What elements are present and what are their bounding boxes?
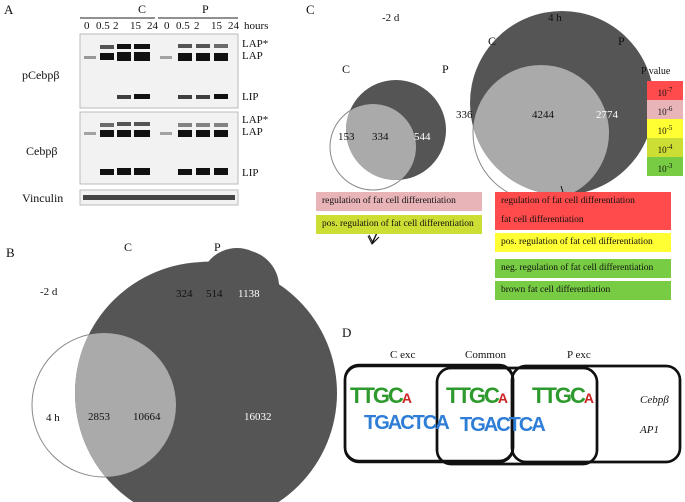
venn-cl-c-only: 153 [338, 131, 355, 143]
go-term-right-5: brown fat cell differentiation [495, 281, 671, 300]
panel-a-group-c: C [138, 2, 147, 16]
venn-b1-c-only: 324 [176, 288, 193, 300]
venn-cr-p-only: 2774 [596, 109, 618, 121]
legend-swatch-3: 10-5 [647, 119, 683, 138]
go-term-left-1: regulation of fat cell differentiation [316, 192, 482, 211]
venn-b2-common: 10664 [133, 411, 161, 423]
motif-ap1-c-exc: TGACTCA [364, 412, 450, 434]
col-c-exc: C exc [390, 349, 416, 361]
panel-b-row2-label: 4 h [46, 412, 60, 424]
pvalue-legend: 10-7 10-6 10-5 10-4 10-3 [647, 81, 683, 176]
panel-b-row1-label: -2 d [40, 286, 58, 298]
panel-a-group-p: P [202, 2, 209, 16]
band-lapstar-mid: LAP* [242, 114, 269, 126]
panel-c-left-c: C [342, 62, 351, 76]
panel-b-label-c: C [124, 240, 133, 254]
motif-ap1-common: TGACTCA [460, 414, 546, 436]
legend-swatch-2: 10-6 [647, 100, 683, 119]
col-p-exc: P exc [567, 349, 591, 361]
blot-pcebpb [79, 33, 239, 109]
motif-cebpb-p-exc: TTGCA [532, 383, 594, 408]
panel-c-right-title: 4 h [548, 12, 562, 24]
col-common: Common [465, 349, 506, 361]
motif-cebpb-c-exc: TTGCA [350, 383, 412, 408]
venn-b2-c-only: 2853 [88, 411, 110, 423]
motif-cebpb-common: TTGCA [446, 383, 508, 408]
venn-b2-p-only: 16032 [244, 411, 272, 423]
venn-cr-c-only: 336 [456, 109, 473, 121]
blot-cebpb [79, 111, 239, 185]
band-lapstar-top: LAP* [242, 38, 269, 50]
venn-cl-overlap [346, 104, 416, 180]
row-cebpb-label: Cebpβ [640, 394, 669, 406]
panel-c-left-title: -2 d [382, 12, 400, 24]
band-lap-mid: LAP [242, 126, 263, 138]
venn-cl-common: 334 [372, 131, 389, 143]
panel-d-letter: D [342, 325, 352, 340]
panel-c-letter: C [306, 2, 315, 17]
go-term-left-2: pos. regulation of fat cell differentiat… [316, 215, 482, 234]
go-term-right-1: regulation of fat cell differentiation [495, 192, 671, 211]
venn-b2-overlap [75, 333, 176, 477]
legend-swatch-4: 10-4 [647, 138, 683, 157]
band-lip-top: LIP [242, 91, 259, 103]
cebpb-label: Cebpβ [26, 144, 58, 158]
venn-b1-p-only: 1138 [238, 288, 260, 300]
hours-label: hours [244, 20, 269, 32]
legend-title: P value [641, 66, 671, 77]
panel-b-label-p: P [214, 240, 221, 254]
panel-a-letter: A [4, 2, 14, 17]
panel-c-right-c: C [488, 34, 497, 48]
row-ap1-label: AP1 [640, 424, 659, 436]
band-lap-top: LAP [242, 50, 263, 62]
pcebpb-label: pCebpβ [22, 68, 60, 82]
blot-vinculin [79, 189, 239, 206]
band-lip-mid: LIP [242, 167, 259, 179]
legend-swatch-5: 10-3 [647, 157, 683, 176]
legend-swatch-1: 10-7 [647, 81, 683, 100]
time-labels: 0 0.5 2 15 24 0 0.5 2 15 24 [84, 20, 239, 32]
box-p-exc [510, 364, 682, 464]
venn-cr-common: 4244 [532, 109, 554, 121]
vinculin-label: Vinculin [22, 191, 64, 205]
go-term-right-4: neg. regulation of fat cell differentiat… [495, 259, 671, 278]
panel-c-left-p: P [442, 62, 449, 76]
go-term-right-2: fat cell differentiation [495, 211, 671, 230]
venn-cl-p-only: 544 [414, 131, 431, 143]
panel-c-right-p: P [618, 34, 625, 48]
venn-b1-common: 514 [206, 288, 223, 300]
go-term-right-3: pos. regulation of fat cell differentiat… [495, 233, 671, 252]
panel-b-letter: B [6, 245, 15, 260]
